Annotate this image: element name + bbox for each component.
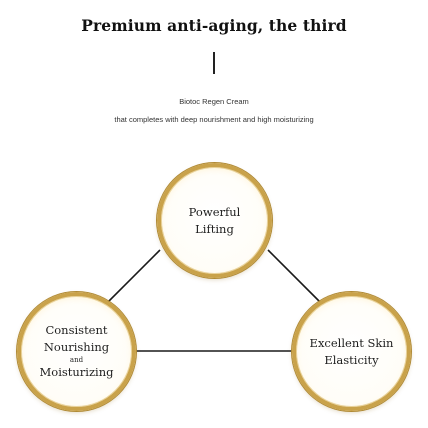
vertical-divider [213,52,215,74]
benefit-label-line: Moisturizing [39,365,114,379]
benefit-label-line: Excellent Skin [309,335,394,350]
product-name: Biotoc Regen Cream [179,97,249,106]
connector-top-left [105,249,161,305]
benefit-label-line: Consistent [45,323,108,337]
benefit-circle-lifting: Powerful Lifting [157,163,272,278]
benefit-label-line: Lifting [195,221,234,236]
product-description: that completes with deep nourishment and… [114,115,314,124]
benefit-label-connector: and [69,356,84,364]
benefit-label-line: Powerful [188,204,241,219]
benefit-circle-elasticity: Excellent Skin Elasticity [292,292,411,411]
headline: Premium anti-aging, the third [81,16,347,35]
connector-top-right [267,249,323,305]
benefit-label-line: Nourishing [43,340,110,354]
benefit-circle-nourishing: Consistent Nourishing and Moisturizing [17,292,136,411]
benefit-label-line: Elasticity [324,352,379,367]
